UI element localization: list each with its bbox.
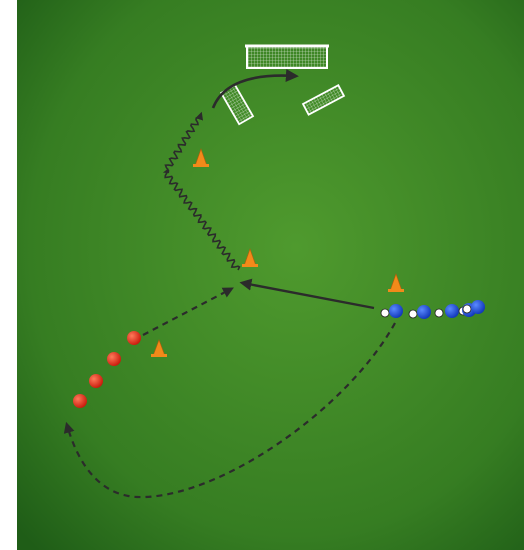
blue-player bbox=[471, 300, 485, 314]
main-goal bbox=[245, 46, 329, 68]
soccer-ball-icon bbox=[435, 309, 443, 317]
blue-player bbox=[417, 305, 431, 319]
blue-player bbox=[445, 304, 459, 318]
red-player bbox=[127, 331, 141, 345]
red-player bbox=[73, 394, 87, 408]
red-player bbox=[107, 352, 121, 366]
red-player bbox=[89, 374, 103, 388]
blue-player bbox=[389, 304, 403, 318]
grass-field bbox=[17, 0, 524, 550]
soccer-ball-icon bbox=[381, 309, 389, 317]
soccer-ball-icon bbox=[409, 310, 417, 318]
soccer-ball-icon bbox=[463, 305, 471, 313]
drill-pitch bbox=[17, 0, 524, 550]
